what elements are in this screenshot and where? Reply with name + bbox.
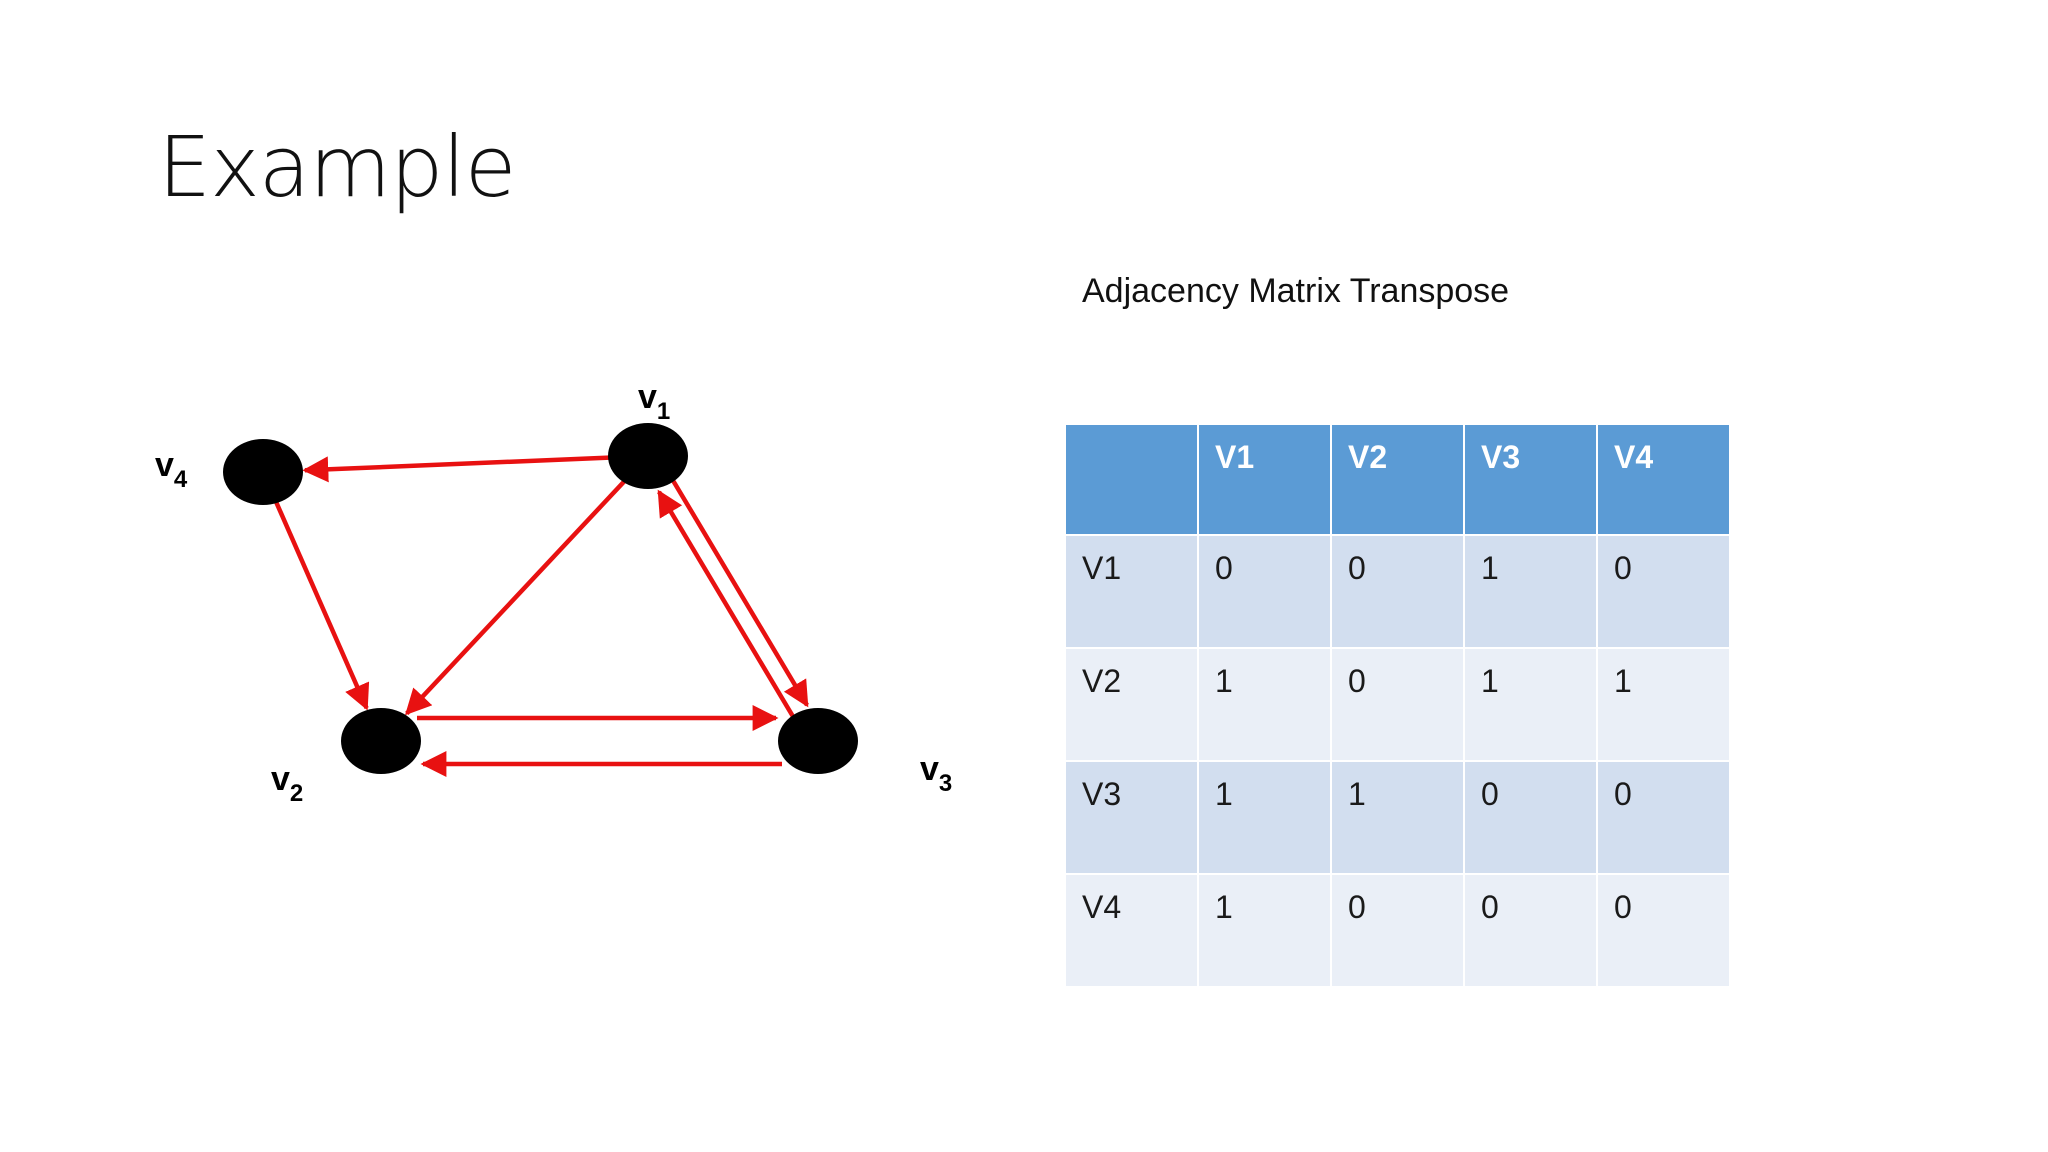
node-label-v1: v1	[638, 378, 670, 425]
matrix-column-header: V2	[1332, 425, 1463, 534]
matrix-cell: 1	[1598, 649, 1729, 760]
matrix-cell: 1	[1199, 762, 1330, 873]
node-label-letter: v	[155, 446, 174, 484]
node-v3	[778, 708, 858, 774]
matrix-cell: 0	[1598, 536, 1729, 647]
node-label-v2: v2	[271, 760, 303, 807]
matrix-cell: 1	[1199, 649, 1330, 760]
matrix-cell: 1	[1199, 875, 1330, 986]
node-label-subscript: 2	[290, 780, 303, 807]
edge-layer	[272, 455, 809, 777]
matrix-cell: 0	[1332, 875, 1463, 986]
node-layer	[223, 423, 858, 774]
node-label-v3: v3	[920, 750, 952, 797]
node-label-subscript: 1	[657, 398, 670, 425]
edge-v1-to-v2	[405, 477, 628, 716]
node-label-letter: v	[271, 760, 290, 798]
node-label-letter: v	[638, 378, 657, 416]
node-v2	[341, 708, 421, 774]
edge-v1-to-v4	[302, 455, 613, 483]
node-label-letter: v	[920, 750, 939, 788]
matrix-cell: 1	[1465, 536, 1596, 647]
node-label-subscript: 4	[174, 466, 188, 493]
matrix-caption: Adjacency Matrix Transpose	[1082, 272, 1510, 310]
matrix-cell: 0	[1598, 875, 1729, 986]
edge-v3-to-v1	[657, 489, 797, 721]
node-v1	[608, 423, 688, 489]
node-label-v4: v4	[155, 446, 188, 493]
matrix-cell: 0	[1598, 762, 1729, 873]
matrix-cell: 1	[1332, 762, 1463, 873]
matrix-row-header: V3	[1066, 762, 1197, 873]
matrix-cell: 0	[1199, 536, 1330, 647]
matrix-column-header: V1	[1199, 425, 1330, 534]
matrix-row-header: V2	[1066, 649, 1197, 760]
edge-v1-to-v3	[669, 476, 809, 708]
matrix-cell: 0	[1332, 649, 1463, 760]
node-label-subscript: 3	[939, 770, 952, 797]
node-v4	[223, 439, 303, 505]
matrix-cell: 1	[1465, 649, 1596, 760]
matrix-column-header: V3	[1465, 425, 1596, 534]
slide-title: Example	[158, 118, 516, 216]
matrix-corner-cell	[1066, 425, 1197, 534]
matrix-cell: 0	[1332, 536, 1463, 647]
matrix-cell: 0	[1465, 762, 1596, 873]
matrix-row-header: V4	[1066, 875, 1197, 986]
matrix-cell: 0	[1465, 875, 1596, 986]
edge-v4-to-v2	[272, 498, 370, 711]
matrix-column-header: V4	[1598, 425, 1729, 534]
matrix-row-header: V1	[1066, 536, 1197, 647]
